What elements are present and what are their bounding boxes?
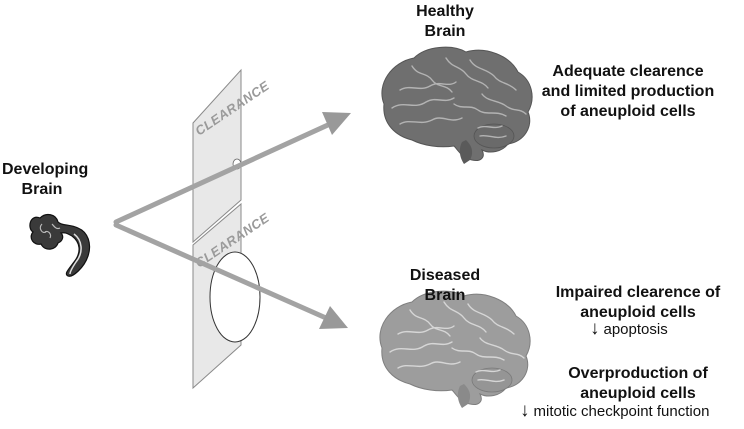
developing-brain-label-line1: Developing xyxy=(2,161,89,178)
overproduction-line1: Overproduction of xyxy=(568,365,708,382)
overproduction-line2: aneuploid cells xyxy=(580,385,696,402)
apoptosis-row: ↓apoptosis xyxy=(590,318,668,339)
down-arrow-icon: ↓ xyxy=(590,318,600,339)
arrow-to-healthy xyxy=(113,112,351,225)
impaired-clearance-line2: aneuploid cells xyxy=(580,304,696,321)
healthy-brain-label-line1: Healthy xyxy=(416,3,474,20)
diseased-brain-image xyxy=(379,290,531,408)
mitotic-checkpoint-text: mitotic checkpoint function xyxy=(533,403,710,420)
healthy-brain-label: Healthy Brain xyxy=(395,2,495,42)
mitotic-checkpoint-row: ↓mitotic checkpoint function xyxy=(520,400,710,421)
healthy-outcome-line3: of aneuploid cells xyxy=(560,103,696,120)
arrow-to-diseased xyxy=(113,222,348,329)
developing-brain-label: Developing Brain xyxy=(2,160,89,200)
developing-brain-label-line2: Brain xyxy=(21,181,63,198)
large-pore xyxy=(209,251,261,343)
down-arrow-icon: ↓ xyxy=(520,400,530,421)
diseased-brain-label-line2: Brain xyxy=(424,287,466,304)
healthy-brain-label-line2: Brain xyxy=(424,23,466,40)
apoptosis-text: apoptosis xyxy=(603,321,668,338)
diseased-outcome-overproduction: Overproduction of aneuploid cells xyxy=(540,364,736,404)
healthy-outcome-line1: Adequate clearence xyxy=(552,63,704,80)
healthy-brain-image xyxy=(381,46,533,164)
impaired-clearance-line1: Impaired clearence of xyxy=(555,284,721,301)
healthy-outcome-line2: and limited production xyxy=(541,83,715,100)
diseased-brain-label: Diseased Brain xyxy=(395,266,495,306)
diseased-outcome-impaired-clearance: Impaired clearence of aneuploid cells xyxy=(540,283,736,323)
diseased-brain-label-line1: Diseased xyxy=(409,267,481,284)
developing-brain-icon xyxy=(29,213,91,277)
healthy-outcome-text: Adequate clearence and limited productio… xyxy=(528,62,728,122)
